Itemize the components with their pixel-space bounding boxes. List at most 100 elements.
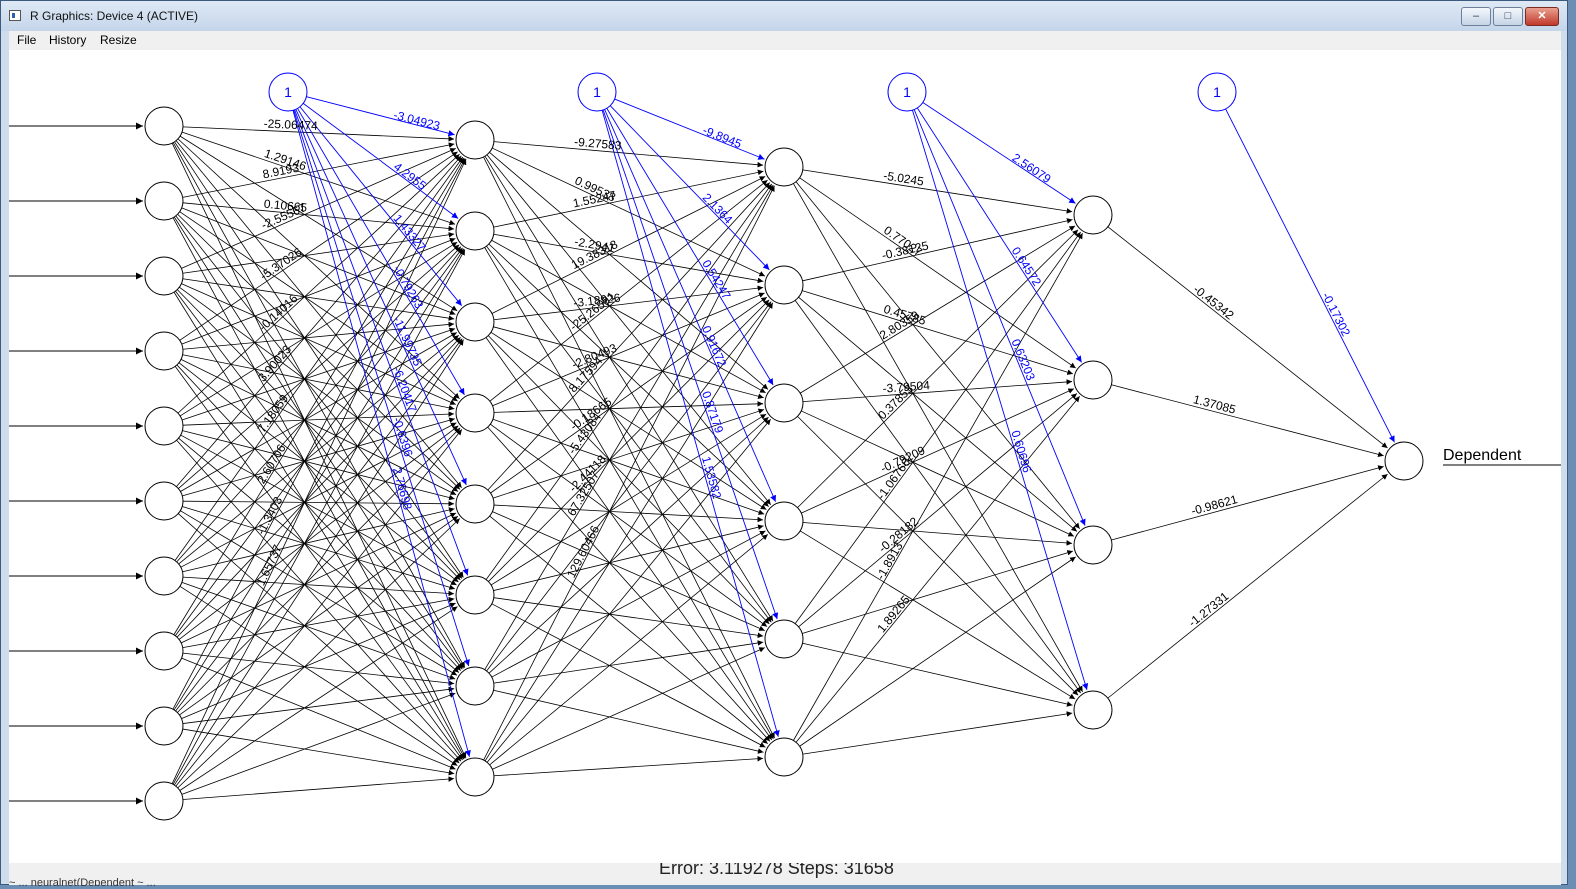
maximize-button[interactable]: □: [1493, 7, 1523, 26]
weight-edge: [182, 202, 455, 232]
bias-edge: [614, 98, 765, 160]
weight-edge: [488, 299, 770, 582]
neuron-input: [144, 406, 184, 446]
weight-edge: [182, 278, 455, 321]
weight-edge: [487, 426, 771, 742]
weight-edge: [489, 515, 769, 745]
weight-edge: [176, 439, 462, 762]
weight-label: 3.90023: [255, 342, 294, 384]
close-button[interactable]: ✕: [1525, 7, 1559, 26]
weight-edge: [174, 156, 464, 561]
window-title: R Graphics: Device 4 (ACTIVE): [30, 9, 199, 23]
menu-resize[interactable]: Resize: [100, 33, 137, 47]
weight-edge: [491, 603, 766, 748]
weight-edge: [802, 290, 1074, 375]
bias-weight-label: 0.54247: [699, 257, 734, 302]
weight-edge: [802, 522, 1073, 546]
weight-edge: [800, 225, 1076, 394]
bias-weight-label: -0.79263: [390, 263, 426, 311]
weight-edge: [490, 296, 768, 494]
weight-edge: [493, 233, 764, 284]
weight-edge: [173, 216, 465, 669]
bias-edge: [913, 109, 1086, 526]
weight-edge: [485, 337, 773, 741]
weight-edge: [1107, 473, 1388, 699]
weight-label: 129.60466: [564, 523, 602, 580]
weight-edge: [1107, 226, 1388, 449]
bias-edge: [912, 110, 1089, 691]
weight-edge: [489, 179, 768, 402]
neuron-hidden3: [1073, 525, 1113, 565]
weight-edge: [181, 581, 456, 680]
weight-edge: [177, 213, 461, 490]
weight-edge: [182, 354, 455, 411]
neuron-hidden2: [764, 265, 804, 305]
neuron-hidden3: [1073, 195, 1113, 235]
weight-edge: [799, 530, 1076, 700]
weight-edge: [182, 126, 455, 142]
minimize-button[interactable]: –: [1461, 7, 1491, 26]
weight-label: 0.10665: [263, 197, 308, 215]
weight-edge: [799, 177, 1076, 369]
weight-edge: [802, 550, 1074, 634]
weight-edge: [180, 510, 458, 676]
bias-node: [268, 72, 308, 112]
bias-weight-label: -9.8945: [701, 123, 744, 151]
weight-edge: [486, 301, 772, 672]
bias-edge: [1225, 108, 1395, 443]
plot-footer-strip: Error: 3.119278 Steps: 31658: [9, 863, 1561, 885]
weight-edge: [181, 692, 456, 795]
weight-edge: [483, 156, 775, 739]
weight-edge: [484, 302, 774, 762]
weight-edge: [182, 506, 456, 590]
weight-edge: [484, 155, 774, 622]
neuron-hidden1: [455, 757, 495, 797]
weight-edge: [177, 153, 460, 414]
weight-edge: [798, 296, 1078, 532]
weight-edge: [174, 141, 464, 578]
weight-edge: [1111, 384, 1384, 458]
weight-edge: [493, 326, 764, 399]
neuron-input: [144, 331, 184, 371]
weight-edge: [179, 241, 458, 417]
neuron-hidden1: [455, 484, 495, 524]
bias-edge: [297, 108, 465, 396]
weight-edge: [484, 247, 774, 740]
weight-edge: [175, 429, 463, 787]
weight-edge: [488, 416, 769, 674]
weight-edge: [174, 339, 464, 786]
weight-edge: [182, 500, 455, 507]
menu-history[interactable]: History: [49, 33, 87, 47]
weight-edge: [493, 401, 764, 413]
weight-edge: [179, 606, 458, 791]
weight-edge: [177, 427, 461, 713]
weight-edge: [177, 513, 460, 764]
weight-edge: [802, 642, 1073, 707]
weight-edge: [182, 686, 455, 724]
weight-edge: [794, 300, 1081, 694]
weight-edge: [172, 249, 466, 785]
weight-edge: [181, 131, 456, 226]
title-bar[interactable]: R Graphics: Device 4 (ACTIVE) – □ ✕: [1, 1, 1567, 31]
neuron-hidden1: [455, 211, 495, 251]
bias-node: [1197, 72, 1237, 112]
neuron-input: [144, 481, 184, 521]
weight-edge: [182, 417, 455, 497]
weight-label: -1.3403: [254, 494, 286, 537]
bias-node: [577, 72, 617, 112]
neuron-hidden1: [455, 393, 495, 433]
bias-edge: [292, 110, 471, 757]
weight-edge: [173, 157, 465, 635]
weight-edge: [491, 176, 766, 314]
weight-label: 1.37085: [1192, 392, 1238, 417]
weight-edge: [802, 169, 1073, 214]
weight-edge: [487, 182, 771, 491]
menu-file[interactable]: File: [17, 33, 37, 47]
weight-edge: [491, 239, 766, 394]
bias-edge: [299, 106, 463, 306]
weight-edge: [182, 728, 455, 776]
weight-edge: [801, 388, 1075, 514]
weight-edge: [178, 425, 459, 640]
weight-edge: [179, 286, 459, 492]
